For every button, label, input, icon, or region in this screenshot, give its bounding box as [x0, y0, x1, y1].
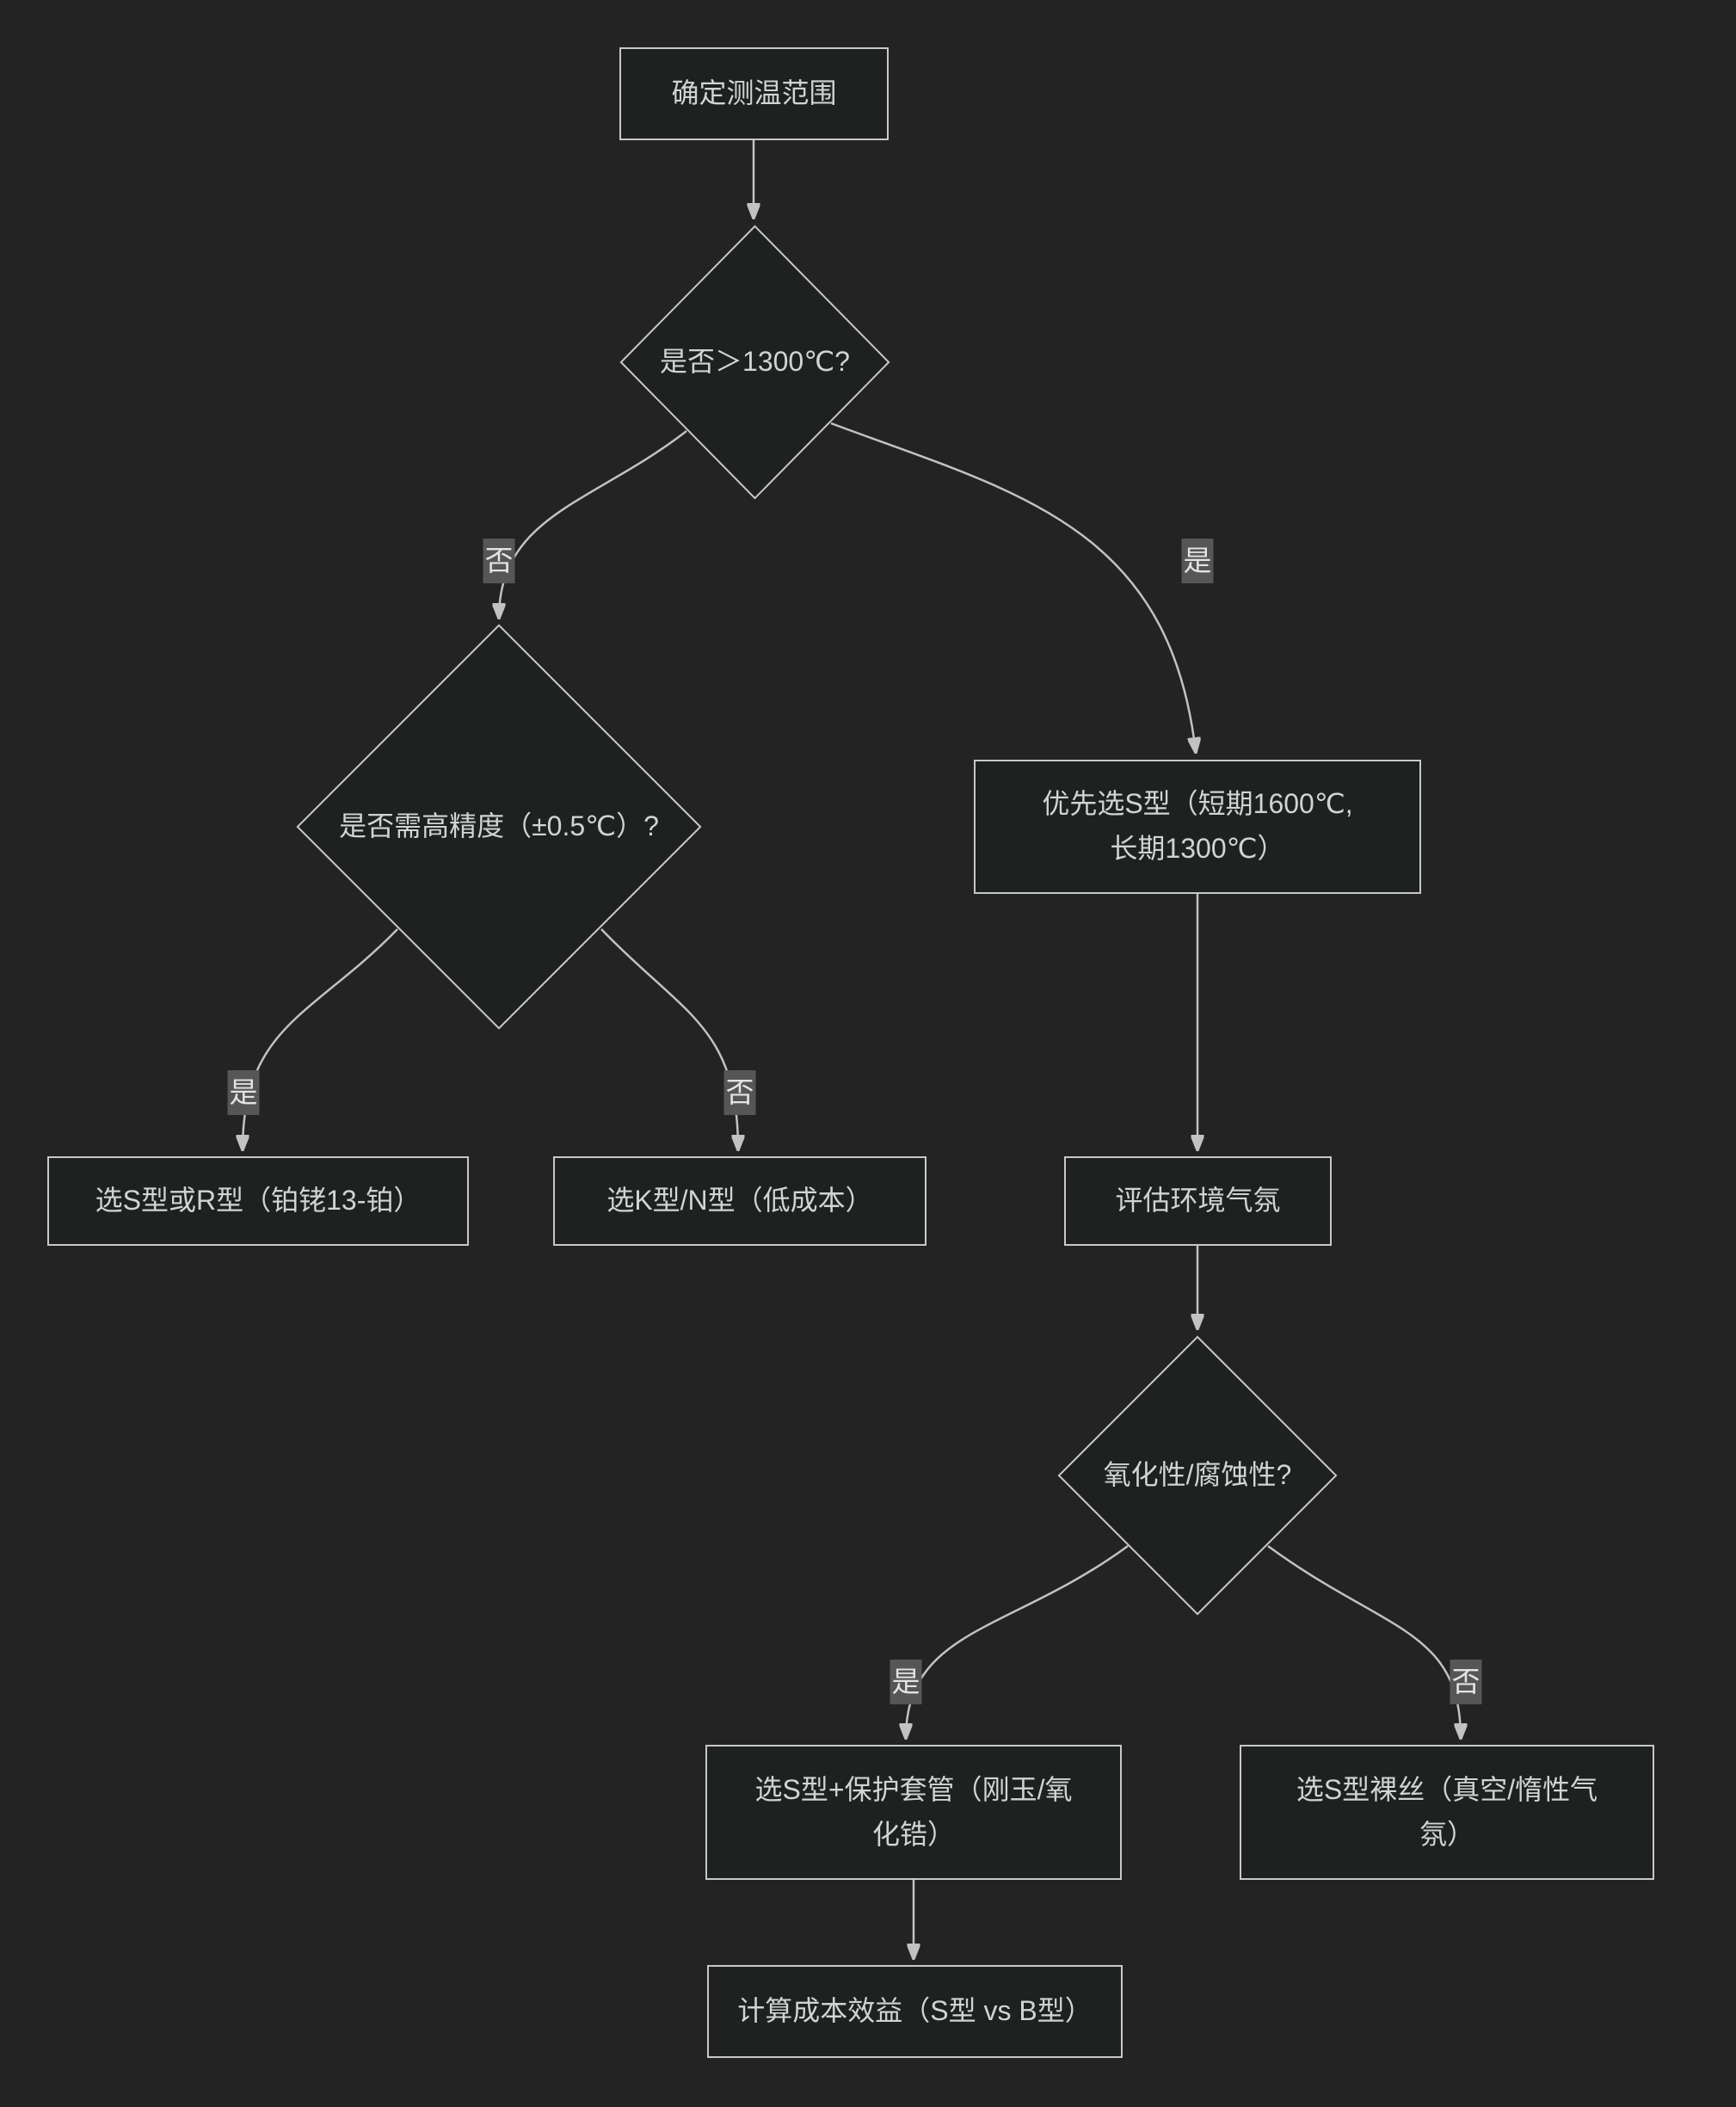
edge-label-text: 否 — [725, 1076, 754, 1108]
edge-label-text: 是 — [229, 1076, 258, 1108]
edge-label-atmosphere-no: 否 — [1450, 1660, 1482, 1704]
edge-label-precision-yes: 是 — [227, 1070, 260, 1115]
node-decision-precision-label: 是否需高精度（±0.5℃）? — [339, 810, 659, 842]
node-choose-k-n-label: 选K型/N型（低成本） — [606, 1185, 873, 1217]
node-s-with-sheath-label: 选S型+保护套管（刚玉/氧化锆） — [754, 1773, 1073, 1850]
node-decision-atmosphere: 氧化性/腐蚀性? — [1057, 1335, 1338, 1616]
diamond-shape-icon — [1057, 1335, 1338, 1616]
node-start: 确定测温范围 — [619, 47, 889, 140]
node-assess-atmosphere-label: 评估环境气氛 — [1115, 1185, 1281, 1217]
node-cost-benefit-label: 计算成本效益（S型 vs B型） — [737, 1995, 1093, 2027]
node-decision-temp: 是否＞1300℃? — [619, 225, 890, 500]
node-choose-s-or-r-label: 选S型或R型（铂铑13-铂） — [95, 1185, 422, 1217]
edge-label-text: 否 — [484, 545, 514, 576]
node-prefer-s-label: 优先选S型（短期1600℃,长期1300℃） — [1042, 788, 1353, 864]
edge-label-text: 是 — [891, 1666, 920, 1697]
edge-label-text: 否 — [1451, 1666, 1481, 1697]
edge-label-text: 是 — [1183, 545, 1212, 576]
diamond-shape-icon — [619, 225, 890, 500]
node-decision-atmosphere-label: 氧化性/腐蚀性? — [1103, 1459, 1292, 1491]
node-start-label: 确定测温范围 — [671, 77, 837, 109]
node-decision-precision: 是否需高精度（±0.5℃）? — [295, 623, 703, 1031]
node-s-bare-wire: 选S型裸丝（真空/惰性气氛） — [1240, 1745, 1654, 1880]
node-prefer-s: 优先选S型（短期1600℃,长期1300℃） — [974, 760, 1421, 894]
node-cost-benefit: 计算成本效益（S型 vs B型） — [707, 1965, 1123, 2058]
node-s-bare-wire-label: 选S型裸丝（真空/惰性气氛） — [1296, 1773, 1598, 1850]
edge-label-precision-no: 否 — [723, 1070, 756, 1115]
node-assess-atmosphere: 评估环境气氛 — [1064, 1156, 1332, 1246]
node-s-with-sheath: 选S型+保护套管（刚玉/氧化锆） — [705, 1745, 1122, 1880]
edge-label-temp-no: 否 — [483, 539, 515, 583]
node-decision-temp-label: 是否＞1300℃? — [660, 346, 850, 378]
edge-decision-temp-yes — [830, 422, 1196, 753]
diamond-shape-icon — [295, 623, 703, 1031]
edge-label-temp-yes: 是 — [1181, 539, 1214, 583]
edge-label-atmosphere-yes: 是 — [890, 1660, 922, 1704]
node-choose-k-n: 选K型/N型（低成本） — [553, 1156, 926, 1246]
node-choose-s-or-r: 选S型或R型（铂铑13-铂） — [47, 1156, 469, 1246]
